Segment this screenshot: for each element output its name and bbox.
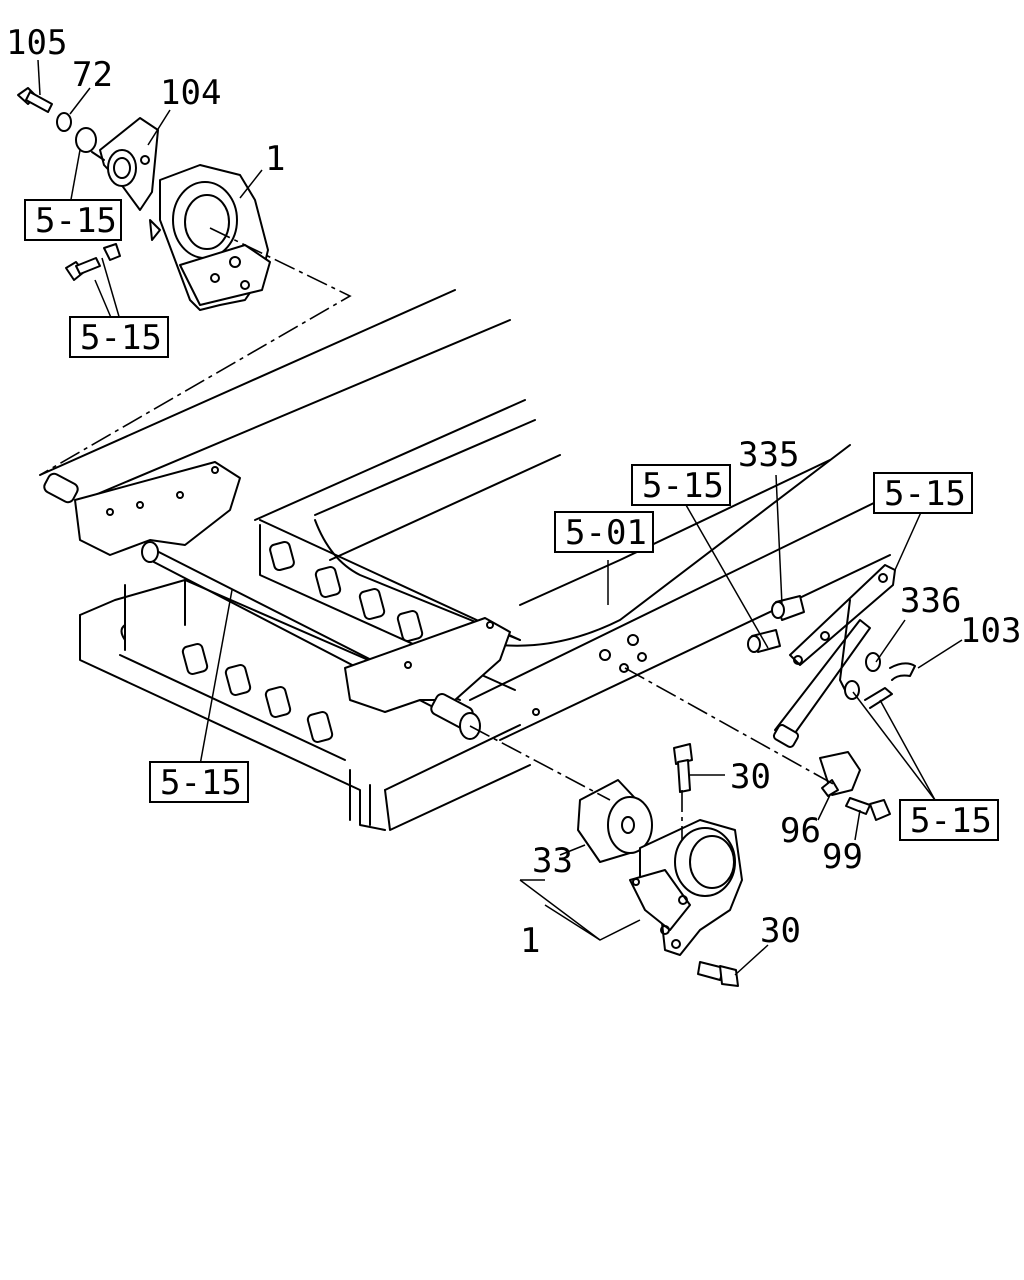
ref-box-top-left-lower[interactable]: 5-15 — [69, 316, 169, 358]
callout-104: 104 — [160, 73, 221, 113]
bolt-30-lower-icon — [697, 961, 739, 987]
ref-box-link-left[interactable]: 5-15 — [631, 464, 731, 506]
chassis-frame — [39, 289, 891, 831]
ref-box-frame[interactable]: 5-01 — [554, 511, 654, 553]
ref-label: 5-15 — [80, 318, 162, 358]
callout-numbers: 105 72 104 1 335 336 103 30 96 99 33 1 3… — [6, 23, 1021, 961]
ref-box-bottom-right[interactable]: 5-15 — [899, 799, 999, 841]
ref-box-crossmember[interactable]: 5-15 — [149, 761, 249, 803]
ref-box-top-left[interactable]: 5-15 — [24, 199, 122, 241]
bushing-33-icon — [577, 779, 653, 863]
stabilizer-bar — [43, 461, 511, 740]
upper-bracket-assembly — [17, 87, 352, 476]
washer-72-icon — [56, 112, 72, 132]
ref-label: 5-01 — [565, 513, 647, 553]
callout-105: 105 — [6, 23, 67, 63]
bushing-bracket-top-icon — [149, 164, 271, 311]
ref-box-link-right[interactable]: 5-15 — [873, 472, 973, 514]
callout-336: 336 — [900, 581, 961, 621]
nut-bolt-icon — [65, 243, 121, 281]
bolt-105-icon — [17, 87, 53, 113]
ref-label: 5-15 — [884, 474, 966, 514]
callout-99: 99 — [822, 837, 863, 877]
ref-label: 5-15 — [910, 801, 992, 841]
ref-label: 5-15 — [35, 201, 117, 241]
callout-72: 72 — [72, 55, 113, 95]
callout-33: 33 — [532, 841, 573, 881]
ref-label: 5-15 — [642, 466, 724, 506]
link-assembly — [624, 564, 916, 821]
ref-label: 5-15 — [160, 763, 242, 803]
bolt-30-upper-icon — [673, 743, 693, 793]
callout-335: 335 — [738, 435, 799, 475]
callout-1-top: 1 — [265, 139, 285, 179]
callout-103: 103 — [960, 611, 1021, 651]
callout-96: 96 — [780, 811, 821, 851]
reference-boxes: 5-15 5-15 5-01 5-15 5-15 5-15 5-15 — [24, 199, 999, 841]
lower-bushing-assembly — [469, 725, 743, 987]
callout-30-lower: 30 — [760, 911, 801, 951]
leader-lines — [37, 59, 963, 976]
callout-30-upper: 30 — [730, 757, 771, 797]
snap-ring-icon — [75, 127, 97, 153]
plate-104-icon — [91, 117, 159, 211]
callout-1-bottom: 1 — [520, 921, 540, 961]
bushing-bracket-lower-icon — [629, 819, 743, 956]
